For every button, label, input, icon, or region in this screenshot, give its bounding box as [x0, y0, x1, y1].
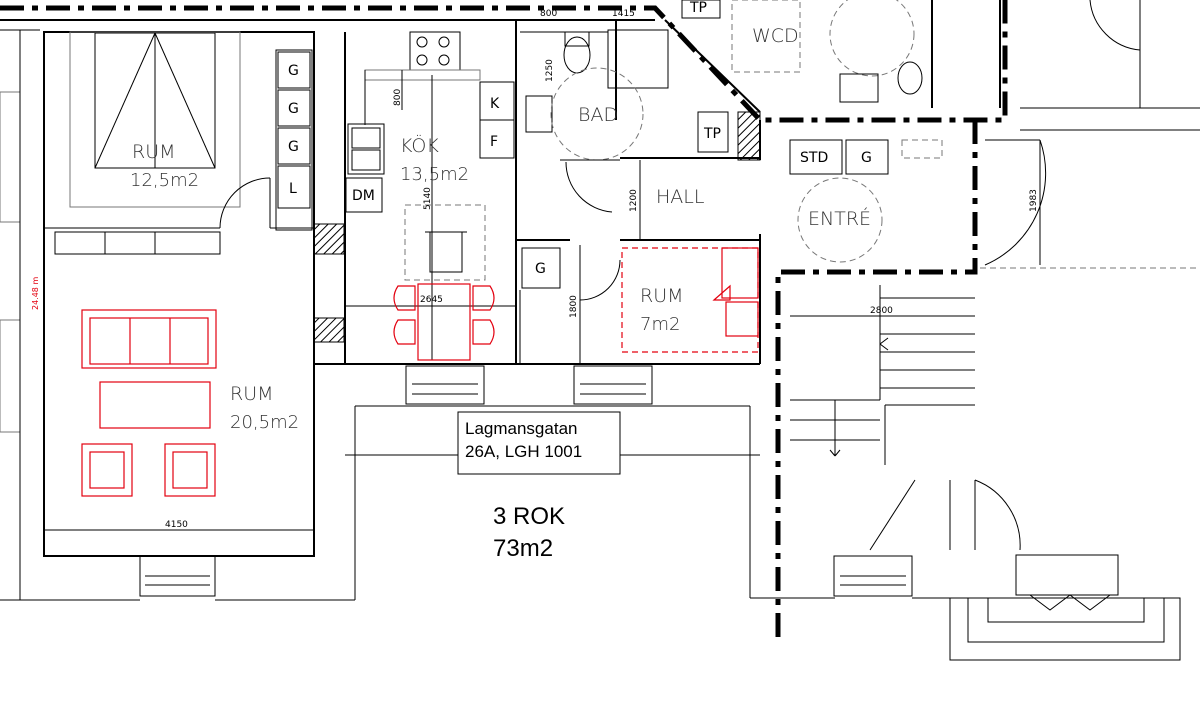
- bathroom: TP 800 1415 1250 BAD: [525, 9, 761, 213]
- fixture-tp-bath: TP: [703, 126, 721, 142]
- kitchen-name: KÖK: [400, 134, 439, 157]
- wardrobe-g3: G: [288, 139, 299, 155]
- entry: STD G 1983 ENTRÉ: [789, 139, 1200, 269]
- coffee-table: [99, 381, 211, 429]
- wardrobe-l: L: [289, 181, 297, 197]
- exterior-wall: [0, 0, 1008, 640]
- bedroom1-name: RUM: [132, 141, 176, 163]
- fixture-std: STD: [800, 150, 828, 166]
- wcd: TP WCD: [681, 0, 1200, 131]
- dining-table: [417, 283, 471, 361]
- outer-walls: [0, 19, 761, 601]
- dining-chairs: [393, 285, 495, 345]
- bedroom-2: G 1800 RUM 7m2: [519, 245, 759, 405]
- wardrobe-g2: G: [288, 101, 299, 117]
- armchair-left: [81, 443, 133, 497]
- summary-type: 3 ROK: [493, 503, 565, 530]
- dim-1200: 1200: [629, 189, 639, 212]
- dim-1800: 1800: [569, 295, 579, 318]
- summary-area: 73m2: [493, 535, 553, 562]
- wcd-name: WCD: [752, 25, 799, 47]
- front-structure: [345, 405, 1181, 661]
- dim-1983: 1983: [1029, 189, 1039, 212]
- fixture-dm: DM: [352, 188, 375, 204]
- armchair-right: [164, 443, 216, 497]
- living-area: 20,5m2: [230, 412, 299, 433]
- address-label: Lagmansgatan 26A, LGH 1001: [457, 411, 621, 475]
- wardrobe-g1: G: [288, 63, 299, 79]
- bedroom2-name: RUM: [640, 285, 684, 307]
- bath-name: BAD: [578, 104, 618, 126]
- hall-name: HALL: [656, 186, 704, 208]
- dim-2448: 24.48 m: [31, 277, 40, 310]
- sofa: [81, 309, 217, 369]
- bedroom1-area: 12,5m2: [130, 170, 199, 191]
- living-room: 4150 24.48 m RUM 20,5m2: [31, 277, 314, 531]
- address-line1: Lagmansgatan: [465, 419, 577, 438]
- dim-1250: 1250: [545, 59, 555, 82]
- entry-name: ENTRÉ: [808, 207, 871, 230]
- bedroom2-area: 7m2: [640, 314, 680, 335]
- summary: 3 ROK 73m2: [493, 503, 565, 562]
- dim-800-kitchen: 800: [393, 89, 403, 106]
- interior-walls: [313, 20, 761, 365]
- staircase: 2800: [790, 285, 1021, 551]
- dim-4150: 4150: [165, 520, 188, 530]
- dim-2645: 2645: [420, 295, 443, 305]
- hall: 1200 HALL: [629, 160, 704, 240]
- fixture-k: K: [490, 96, 500, 112]
- fixture-g-closet: G: [535, 261, 546, 277]
- fixture-tp-top: TP: [689, 0, 707, 16]
- living-name: RUM: [230, 383, 274, 405]
- dim-2800: 2800: [870, 306, 893, 316]
- dim-5140: 5140: [423, 187, 433, 210]
- wardrobe-column: G G G L: [275, 49, 313, 231]
- fixture-f: F: [490, 134, 498, 150]
- dim-800-top: 800: [540, 9, 557, 19]
- kitchen-area: 13,5m2: [400, 164, 469, 185]
- kitchen: K F DM 2645 800 5140 KÖK 13,5m2: [345, 31, 516, 405]
- address-line2: 26A, LGH 1001: [465, 442, 582, 461]
- fixture-g-entry: G: [861, 150, 872, 166]
- dim-1415: 1415: [612, 9, 635, 19]
- bedroom-1: RUM 12,5m2: [43, 31, 315, 557]
